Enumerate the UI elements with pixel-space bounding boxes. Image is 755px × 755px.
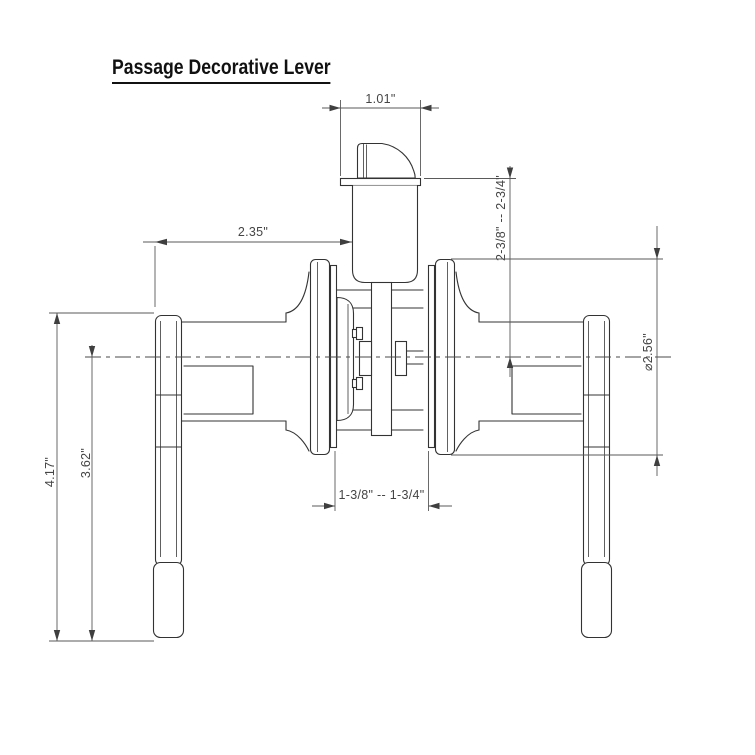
dimension-backset: 2-3/8" -- 2-3/4" bbox=[424, 166, 516, 377]
dimension-lever-length: 2.35" bbox=[143, 225, 352, 307]
dimension-center-to-end: 3.62" bbox=[79, 345, 96, 641]
dim-label-door-thickness: 1-3/8" -- 1-3/4" bbox=[339, 488, 425, 502]
dimension-rosette-diameter: ⌀2.56" bbox=[451, 226, 663, 476]
latch-bolt bbox=[356, 142, 416, 179]
latch-faceplate bbox=[339, 177, 422, 187]
dim-label-backset: 2-3/8" -- 2-3/4" bbox=[494, 175, 508, 261]
latch-mechanism bbox=[339, 142, 422, 284]
dim-label-rosette-diameter: ⌀2.56" bbox=[641, 333, 655, 371]
dim-label-center-to-end: 3.62" bbox=[79, 448, 93, 478]
latch-body bbox=[351, 185, 419, 284]
spindle-column bbox=[370, 281, 393, 437]
dim-label-lever-length: 2.35" bbox=[238, 225, 268, 239]
spindle-stub bbox=[405, 350, 424, 365]
latch-bolt-edge-lines bbox=[363, 144, 367, 178]
drawing-title: Passage Decorative Lever bbox=[112, 56, 331, 84]
dimension-lever-overall: 4.17" bbox=[43, 312, 154, 642]
spindle-assembly bbox=[358, 281, 424, 437]
mounting-screw-bottom-head bbox=[355, 376, 364, 391]
mounting-bracket bbox=[336, 296, 364, 422]
dim-label-faceplate-width: 1.01" bbox=[365, 92, 395, 106]
dimension-door-thickness: 1-3/8" -- 1-3/4" bbox=[312, 451, 452, 511]
left-lever-assembly bbox=[152, 258, 338, 639]
dim-label-lever-overall: 4.17" bbox=[43, 457, 57, 487]
spindle-hub-left bbox=[358, 340, 373, 377]
mounting-screw-top-head bbox=[355, 326, 364, 341]
right-lever-assembly bbox=[427, 258, 613, 639]
spindle-hub-right bbox=[394, 340, 408, 377]
dimension-faceplate-width: 1.01" bbox=[322, 92, 439, 176]
